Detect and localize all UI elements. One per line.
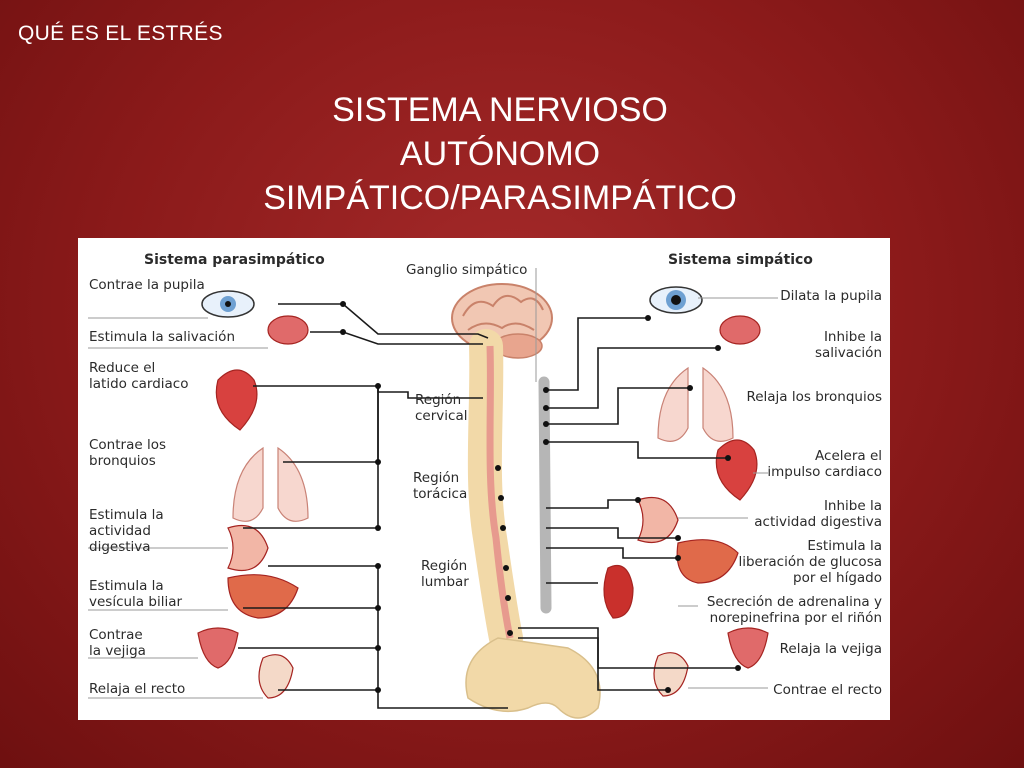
eye-left-icon: [201, 290, 255, 318]
symp-effect-kidney: Secreción de adrenalina y norepinefrina …: [706, 594, 882, 626]
nervous-system-diagram: Sistema parasimpático Ganglio simpático …: [78, 238, 890, 720]
heart-left-icon: [215, 369, 258, 431]
symp-effect-liver: Estimula la liberación de glucosa por el…: [738, 538, 882, 586]
kidney-right-icon: [603, 564, 634, 619]
symp-effect-bronchi: Relaja los bronquios: [746, 389, 882, 405]
para-effect-salivation: Estimula la salivación: [89, 329, 236, 345]
region-lumbar: Región lumbar: [421, 558, 469, 590]
title-line-3: SIMPÁTICO/PARASIMPÁTICO: [263, 179, 737, 217]
region-cervical: Región cervical: [415, 392, 468, 424]
spinal-column-illustration: [465, 329, 601, 719]
slide-title: SISTEMA NERVIOSO AUTÓNOMO SIMPÁTICO/PARA…: [180, 88, 820, 220]
para-effect-rectum: Relaja el recto: [89, 681, 186, 697]
lungs-right-icon: [657, 366, 734, 442]
section-label: QUÉ ES EL ESTRÉS: [18, 22, 223, 45]
sympathetic-header: Sistema simpático: [668, 252, 813, 268]
stomach-right-icon: [637, 496, 679, 544]
para-effect-digestion: Estimula la actividad digestiva: [89, 507, 164, 555]
liver-right-icon: [676, 539, 739, 584]
symp-effect-heart: Acelera el impulso cardiaco: [767, 448, 882, 480]
symp-effect-bladder: Relaja la vejiga: [779, 641, 882, 657]
bladder-left-icon: [197, 627, 239, 669]
symp-effect-pupil: Dilata la pupila: [780, 288, 882, 304]
stomach-left-icon: [227, 524, 269, 572]
bladder-right-icon: [727, 627, 769, 669]
liver-left-icon: [227, 574, 299, 619]
parasympathetic-header: Sistema parasimpático: [144, 252, 325, 268]
ganglion-label: Ganglio simpático: [406, 262, 528, 278]
title-line-1: SISTEMA NERVIOSO: [332, 91, 668, 129]
symp-effect-rectum: Contrae el recto: [773, 682, 882, 698]
title-line-2: AUTÓNOMO: [399, 135, 601, 173]
region-thoracic: Región torácica: [413, 470, 468, 502]
para-effect-bronchi: Contrae los bronquios: [89, 437, 166, 469]
salivary-gland-left-icon: [267, 315, 309, 345]
para-effect-pupil: Contrae la pupila: [89, 277, 205, 293]
diagram-illustration: [88, 268, 778, 719]
para-effect-gallbladder: Estimula la vesícula biliar: [89, 578, 183, 610]
salivary-gland-right-icon: [719, 315, 761, 345]
rectum-left-icon: [258, 654, 294, 699]
para-effect-heart: Reduce el latido cardiaco: [89, 360, 189, 392]
symp-effect-digestion: Inhibe la actividad digestiva: [754, 498, 882, 530]
eye-right-icon: [649, 286, 703, 314]
symp-effect-salivation: Inhibe la salivación: [814, 329, 882, 361]
heart-right-icon: [715, 439, 758, 501]
rectum-right-icon: [653, 652, 689, 697]
para-effect-bladder: Contrae la vejiga: [89, 627, 146, 659]
lungs-left-icon: [232, 446, 309, 522]
